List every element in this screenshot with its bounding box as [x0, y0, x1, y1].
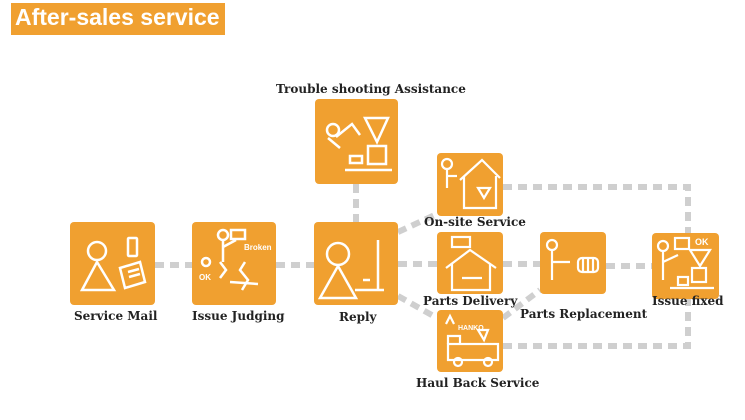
label-parts-replacement: Parts Replacement — [520, 307, 648, 321]
label-trouble-shooting: Trouble shooting Assistance — [276, 82, 466, 96]
node-box — [314, 222, 398, 305]
node-box — [70, 222, 155, 305]
node-box — [192, 222, 276, 305]
icon-text-ok: OK — [695, 237, 709, 247]
node-parts-delivery — [437, 232, 503, 294]
node-issue-judging: Broken OK — [192, 222, 276, 305]
icon-text-hanko: HANKO — [458, 325, 484, 332]
node-reply — [314, 222, 398, 305]
node-onsite-service — [437, 153, 503, 216]
node-service-mail — [70, 222, 155, 305]
part-swap-icon — [545, 238, 600, 280]
node-box — [437, 310, 503, 372]
node-haul-back: HANKO — [437, 310, 503, 372]
node-parts-replacement — [540, 232, 606, 294]
warehouse-parts-icon — [445, 235, 497, 292]
node-trouble-shooting — [315, 99, 398, 184]
label-haul-back: Haul Back Service — [416, 376, 540, 390]
technician-at-house-icon — [440, 157, 501, 210]
connector-onsite-fixed — [503, 184, 691, 233]
technician-repair-icon — [325, 116, 392, 172]
connector-haul-fixed — [503, 299, 691, 349]
icon-text-ok: OK — [199, 273, 211, 282]
connectors — [155, 184, 691, 349]
label-onsite-service: On-site Service — [424, 215, 526, 229]
truck-return-icon — [445, 313, 500, 368]
node-box — [437, 153, 503, 216]
connector-haul-replacement — [501, 287, 542, 321]
label-issue-fixed: Issue fixed — [652, 294, 724, 308]
label-service-mail: Service Mail — [74, 309, 158, 323]
title-banner: After-sales service — [11, 3, 225, 35]
node-issue-fixed: OK — [652, 233, 719, 299]
icon-text-broken: Broken — [244, 243, 272, 252]
broken-part-inspection-icon — [200, 228, 259, 291]
page-title: After-sales service — [15, 4, 220, 30]
person-at-monitor-icon — [317, 240, 384, 300]
fixed-ok-icon — [656, 236, 714, 290]
label-reply: Reply — [339, 310, 377, 324]
label-parts-delivery: Parts Delivery — [423, 294, 518, 308]
connector-reply-onsite — [396, 211, 439, 235]
label-issue-judging: Issue Judging — [192, 309, 285, 323]
person-with-phone-and-mail-icon — [79, 236, 147, 292]
connector-reply-haul — [396, 293, 439, 321]
